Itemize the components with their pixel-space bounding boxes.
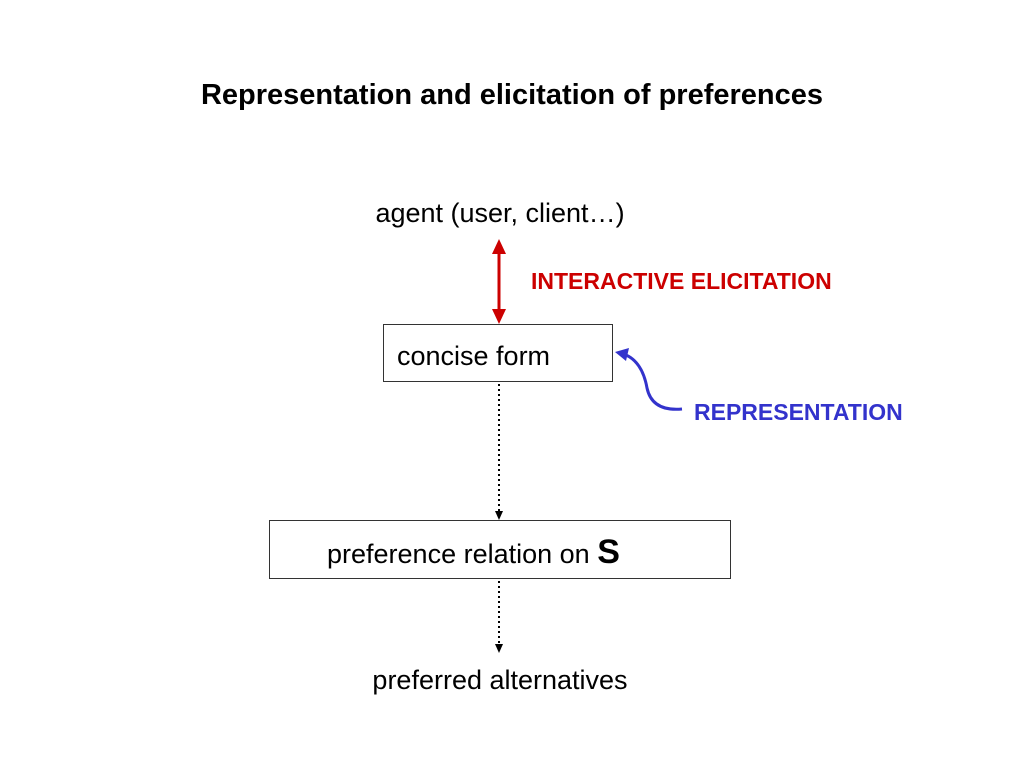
- preference-relation-box: [269, 520, 731, 579]
- preference-relation-symbol: S: [597, 533, 620, 571]
- representation-curved-arrow: [615, 348, 683, 411]
- preferred-alternatives-node: preferred alternatives: [372, 665, 628, 695]
- concise-form-label: concise form: [397, 341, 551, 371]
- diagram-title: Representation and elicitation of prefer…: [200, 79, 824, 111]
- dotted-arrow-to-relation: [495, 384, 503, 520]
- interactive-elicitation-label: INTERACTIVE ELICITATION: [531, 268, 832, 294]
- preference-relation-text: preference relation on: [327, 539, 590, 569]
- elicitation-double-arrow: [492, 239, 506, 324]
- concise-form-box: [383, 324, 613, 382]
- dotted-arrow-to-preferred: [495, 581, 503, 653]
- agent-node: agent (user, client…): [375, 198, 625, 228]
- representation-label: REPRESENTATION: [694, 399, 903, 425]
- preference-relation-label: preference relation on S: [327, 533, 620, 573]
